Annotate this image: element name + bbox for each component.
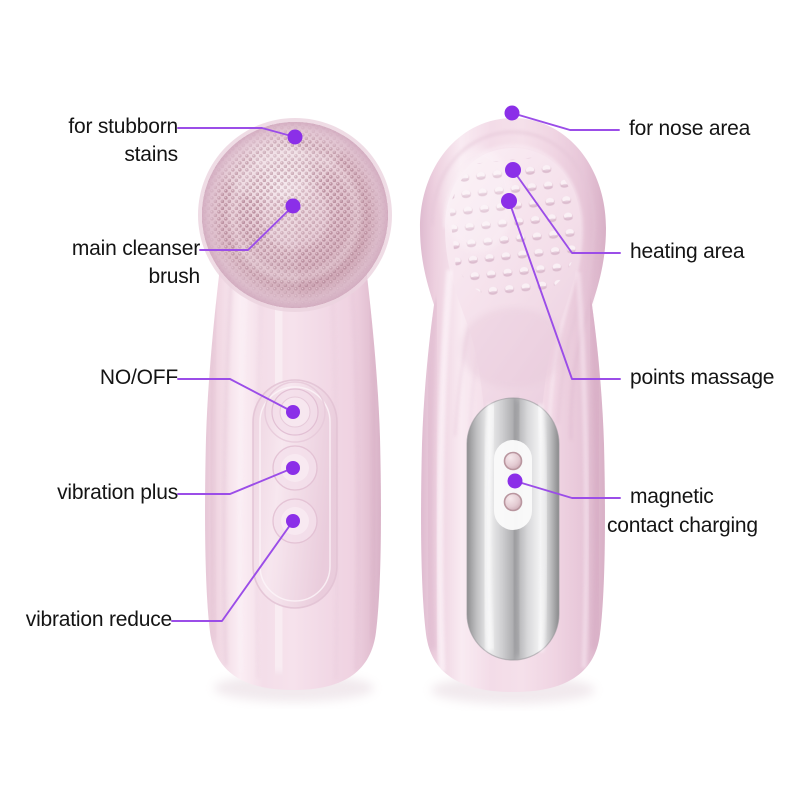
- charging-pin-top: [503, 451, 523, 471]
- control-panel-outline: [252, 379, 338, 609]
- callout-stubborn-stains-line2: stains: [124, 143, 178, 166]
- leader-on-off: [177, 378, 294, 413]
- marker-on-off[interactable]: [286, 405, 300, 419]
- charging-plate-outline: [466, 397, 560, 661]
- marker-stubborn-stains[interactable]: [287, 129, 303, 145]
- petal-shade: [461, 308, 565, 388]
- callout-markers: [285, 105, 523, 528]
- callout-magnetic-charging: magnetic contact charging: [607, 485, 758, 538]
- callout-main-cleanser-brush: main cleanser brush: [0, 237, 200, 289]
- callout-main-cleanser-brush-line1: main cleanser: [71, 237, 200, 260]
- callout-on-off: NO/OFF: [0, 366, 178, 390]
- callout-stubborn-stains-line1: for stubborn: [68, 115, 178, 138]
- marker-heating-area[interactable]: [505, 162, 521, 178]
- marker-vibration-plus[interactable]: [286, 461, 300, 475]
- callout-nose-area: for nose area: [629, 117, 750, 141]
- control-panel: [253, 380, 337, 608]
- callout-heating-area-line1: heating area: [630, 240, 745, 263]
- marker-magnetic-charging[interactable]: [507, 473, 523, 489]
- brush-head-edge: [202, 122, 388, 308]
- control-panel-inner-outline: [259, 386, 331, 602]
- marker-vibration-reduce[interactable]: [286, 514, 300, 528]
- front-view: [198, 118, 392, 702]
- leader-magnetic-charging: [514, 480, 621, 499]
- leader-main-cleanser-brush: [199, 205, 294, 251]
- leader-heating-area: [512, 169, 621, 254]
- leader-lines: [171, 112, 621, 622]
- leader-vibration-reduce: [171, 520, 294, 622]
- callout-nose-area-line1: for nose area: [629, 117, 751, 140]
- callout-vibration-plus-line1: vibration plus: [57, 481, 178, 504]
- callout-vibration-reduce: vibration reduce: [0, 608, 172, 632]
- callout-magnetic-charging-line2: contact charging: [607, 514, 758, 537]
- leader-stubborn-stains: [177, 127, 296, 138]
- leader-vibration-plus: [177, 467, 294, 495]
- back-handle-gloss: [427, 269, 601, 673]
- callout-points-massage: points massage: [630, 366, 774, 390]
- leader-points-massage: [508, 200, 621, 380]
- callout-vibration-reduce-line1: vibration reduce: [25, 608, 172, 631]
- leader-nose-area: [511, 112, 620, 131]
- callout-magnetic-charging-line1: magnetic: [630, 485, 714, 508]
- charging-pin-bottom: [503, 492, 523, 512]
- petal-highlight: [442, 148, 514, 252]
- chrome-highlight-b: [537, 403, 549, 653]
- callout-heating-area: heating area: [630, 240, 745, 264]
- callout-stubborn-stains: for stubborn stains: [0, 115, 178, 167]
- marker-points-massage[interactable]: [501, 193, 517, 209]
- callout-on-off-line1: NO/OFF: [99, 366, 178, 389]
- callout-main-cleanser-brush-line2: brush: [148, 265, 200, 288]
- marker-nose-area[interactable]: [504, 105, 520, 121]
- callout-vibration-plus: vibration plus: [0, 481, 178, 505]
- callout-points-massage-line1: points massage: [630, 366, 775, 389]
- marker-main-cleanser-brush[interactable]: [285, 198, 301, 214]
- chrome-highlight-a: [481, 403, 497, 651]
